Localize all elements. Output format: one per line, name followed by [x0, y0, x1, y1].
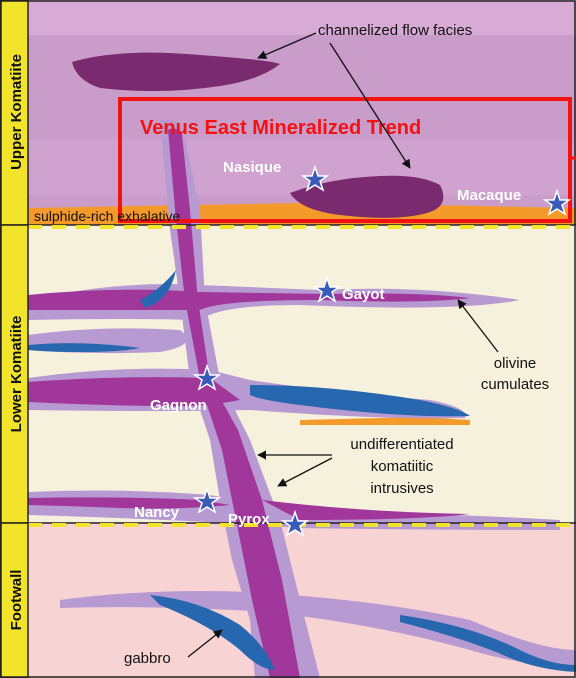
upper-komatiite-band	[28, 0, 576, 35]
prospect-label-nasique: Nasique	[223, 159, 281, 176]
olivine-label-line2: cumulates	[481, 376, 549, 393]
prospect-label-gagnon: Gagnon	[150, 397, 207, 414]
zone-label-footwall: Footwall	[8, 570, 25, 631]
sulphide-exhalative-label: sulphide-rich exhalative	[34, 208, 181, 224]
prospect-label-pyrox: Pyrox	[228, 511, 270, 528]
gabbro-label: gabbro	[124, 650, 171, 667]
prospect-label-gayot: Gayot	[342, 286, 385, 303]
undifferentiated-label-line3: intrusives	[370, 480, 433, 497]
zone-label-upper: Upper Komatiite	[8, 54, 25, 170]
prospect-label-nancy: Nancy	[134, 504, 180, 521]
olivine-label-line1: olivine	[494, 355, 537, 372]
undifferentiated-label-line1: undifferentiated	[350, 436, 453, 453]
undifferentiated-label-line2: komatiitic	[371, 458, 434, 475]
prospect-label-macaque: Macaque	[457, 187, 521, 204]
channelized-flow-label: channelized flow facies	[318, 22, 472, 39]
zone-label-lower: Lower Komatiite	[8, 316, 25, 433]
